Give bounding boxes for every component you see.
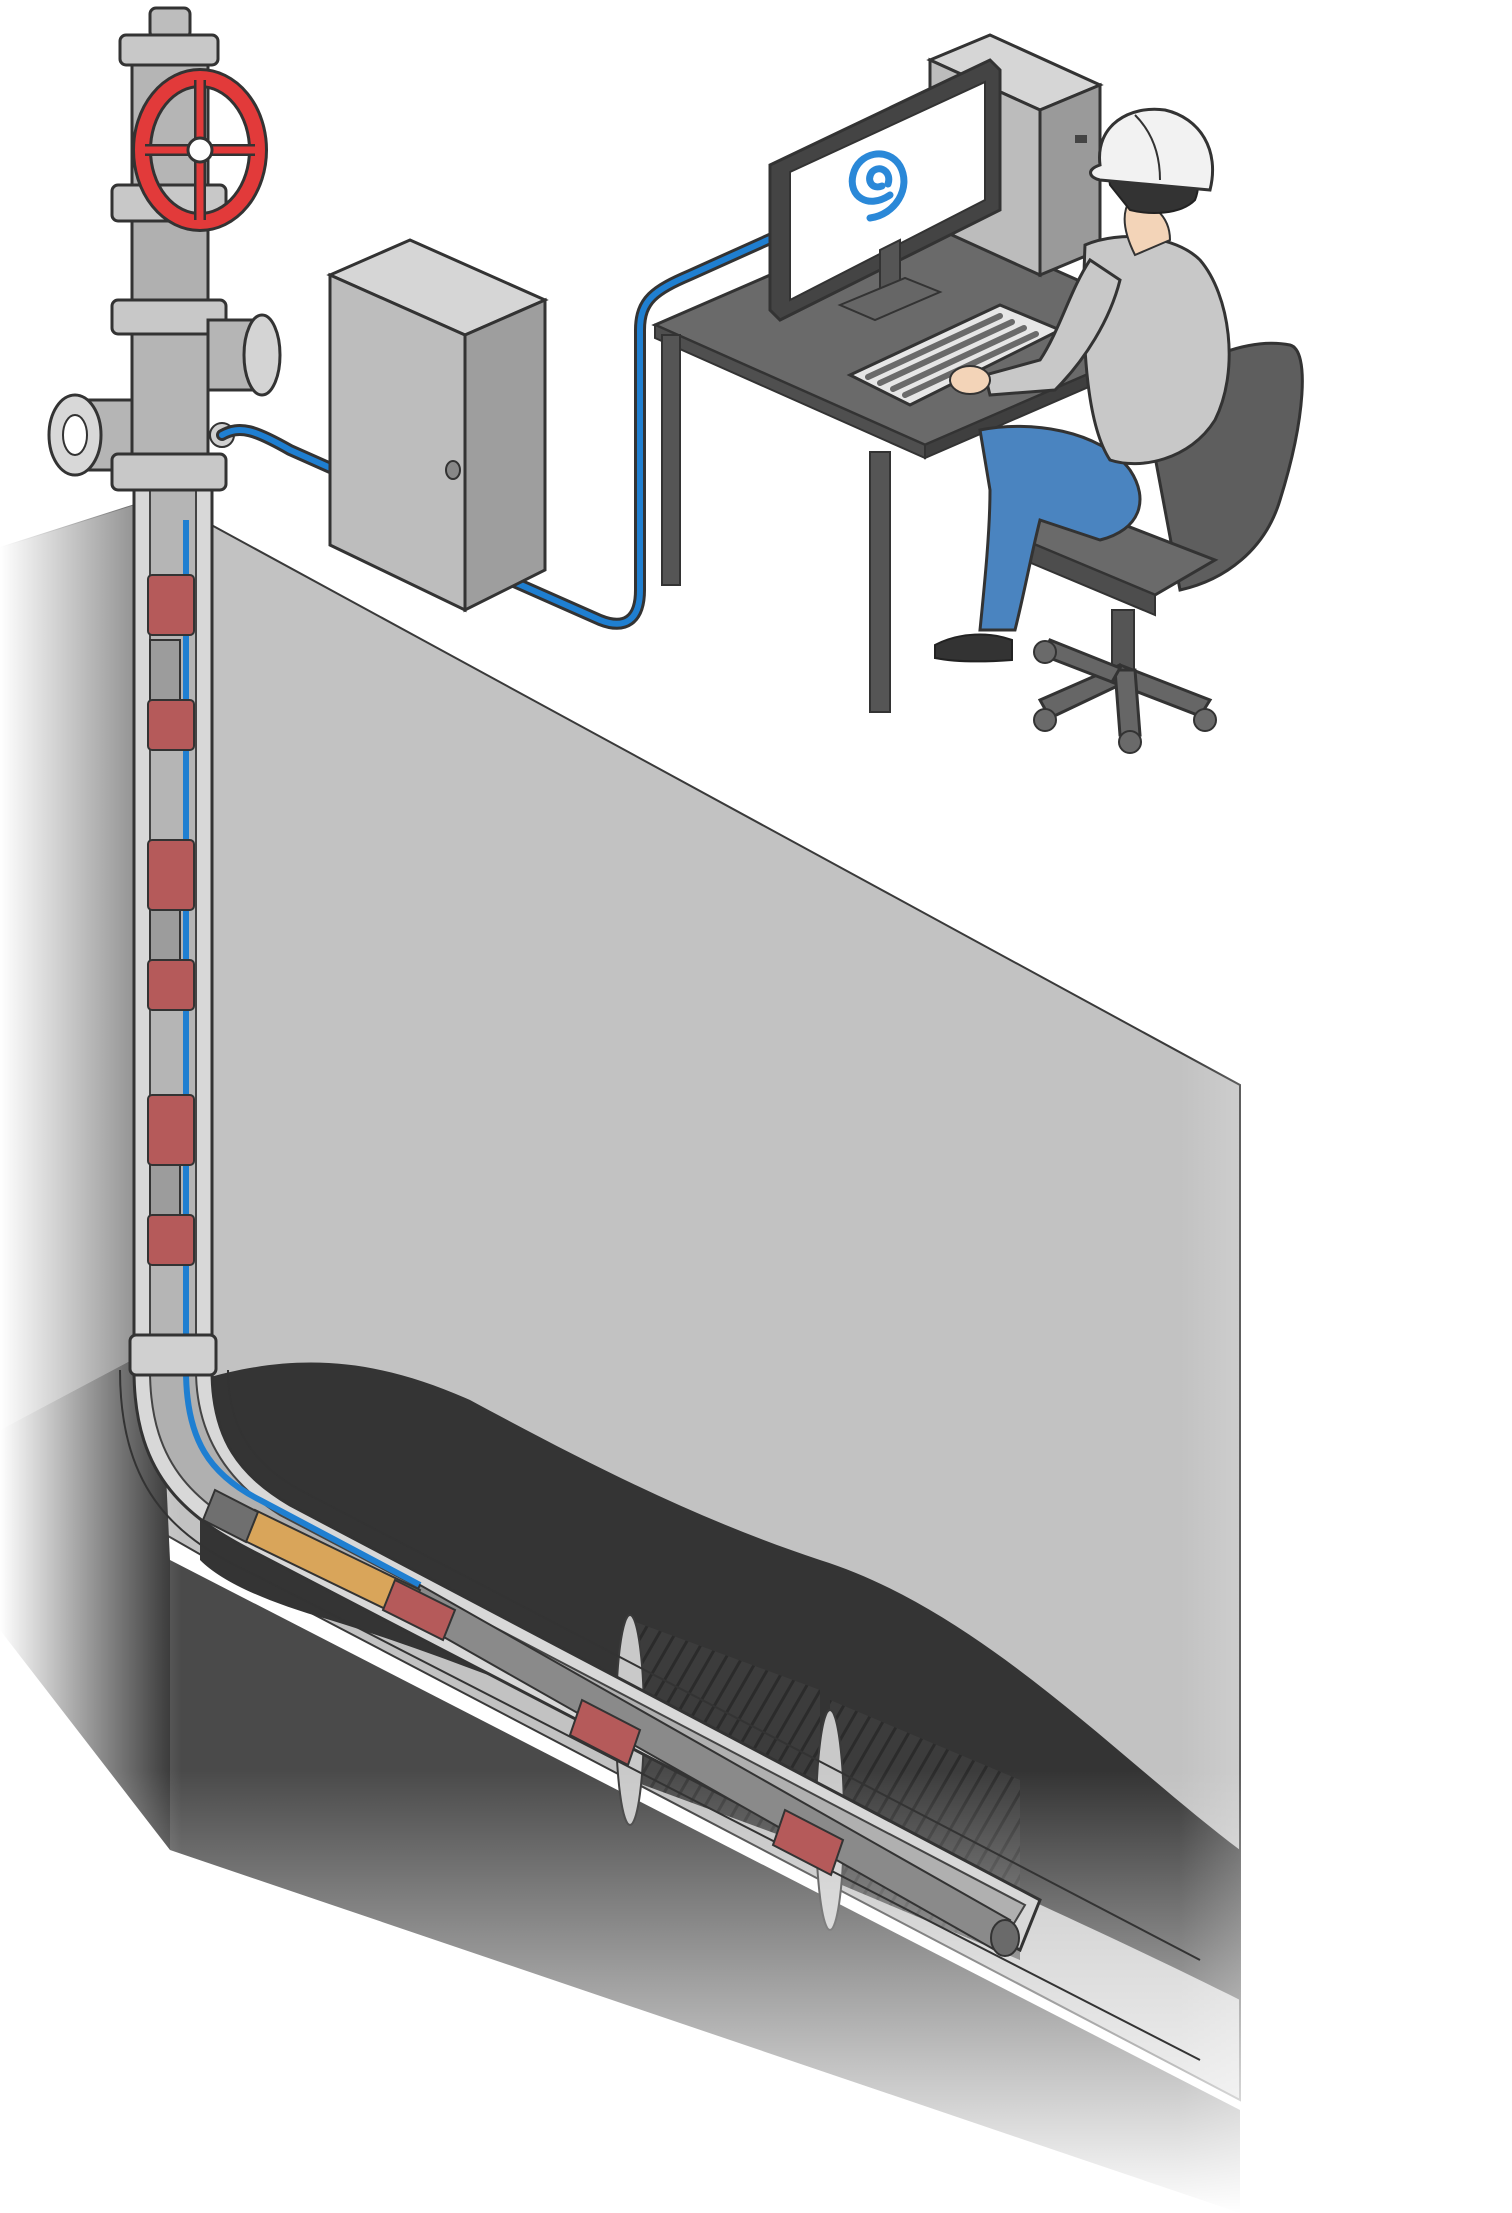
casing-collar [128, 1333, 218, 1377]
cabinet-lock[interactable] [445, 460, 461, 480]
fiber-optic-cable-downhole [183, 520, 422, 1588]
computer-monitor[interactable] [768, 58, 1002, 322]
valve-handwheel[interactable] [132, 68, 268, 232]
operator-with-hard-hat [934, 107, 1231, 663]
downhole-logging-tool [201, 1488, 457, 1642]
keyboard[interactable] [846, 303, 1064, 407]
spiral-logo-icon [848, 150, 908, 222]
hard-hat [1089, 107, 1215, 192]
control-cabinet [326, 238, 549, 613]
horizontal-well-casing [119, 488, 1201, 2061]
cable-clamps [147, 574, 195, 1266]
wellhead-valve-assembly [47, 6, 282, 492]
monitor-screen [789, 80, 986, 302]
horizontal-packers [568, 1698, 845, 1877]
